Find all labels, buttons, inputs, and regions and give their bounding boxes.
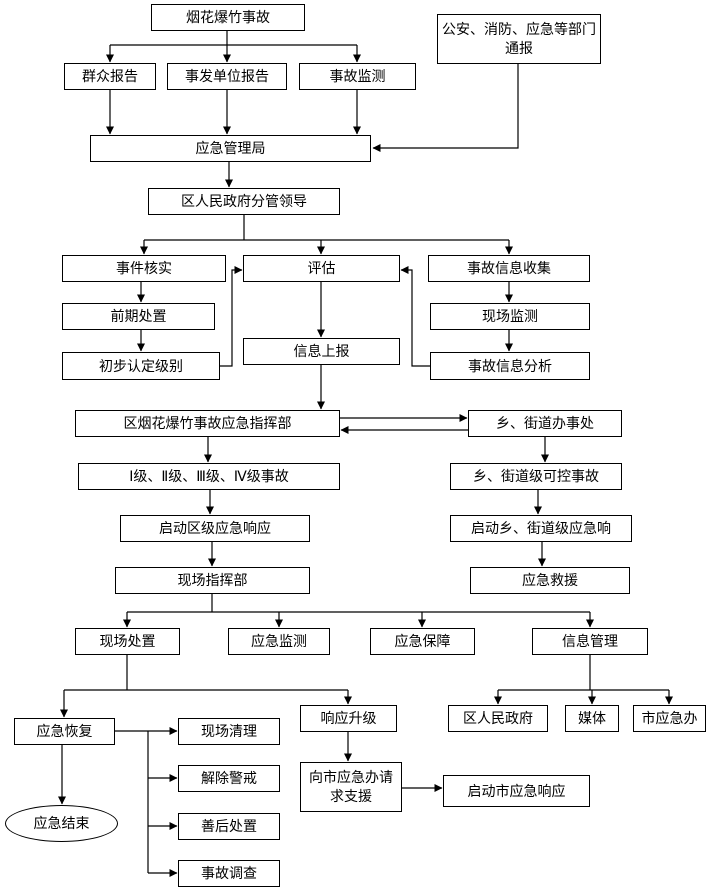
node-emergency-support: 应急保障 bbox=[370, 628, 475, 655]
node-fireworks-accident: 烟花爆竹事故 bbox=[151, 4, 305, 31]
node-public-report: 群众报告 bbox=[64, 63, 156, 90]
node-site-disposal: 现场处置 bbox=[75, 628, 180, 655]
node-aftermath-disposal: 善后处置 bbox=[178, 813, 280, 840]
node-district-leader: 区人民政府分管领导 bbox=[148, 188, 340, 215]
node-incident-verify: 事件核实 bbox=[62, 255, 226, 282]
node-info-management: 信息管理 bbox=[532, 628, 648, 655]
node-evaluate: 评估 bbox=[243, 255, 400, 282]
node-initial-level: 初步认定级别 bbox=[62, 352, 220, 380]
node-district-government: 区人民政府 bbox=[448, 705, 548, 732]
node-info-analysis: 事故信息分析 bbox=[430, 352, 590, 380]
node-emergency-end: 应急结束 bbox=[5, 805, 118, 842]
connector-arrows bbox=[58, 45, 673, 877]
node-emergency-rescue: 应急救援 bbox=[470, 567, 630, 594]
node-info-report: 信息上报 bbox=[243, 338, 400, 365]
node-early-disposal: 前期处置 bbox=[62, 303, 215, 330]
node-response-escalation: 响应升级 bbox=[300, 705, 397, 732]
node-district-response: 启动区级应急响应 bbox=[120, 515, 310, 542]
node-accident-investigation: 事故调查 bbox=[178, 860, 280, 887]
node-emergency-recovery: 应急恢复 bbox=[14, 718, 115, 745]
node-township-office: 乡、街道办事处 bbox=[468, 410, 622, 437]
connector-skeleton bbox=[64, 31, 669, 873]
node-accident-levels: Ⅰ级、Ⅱ级、Ⅲ级、Ⅳ级事故 bbox=[78, 463, 340, 490]
node-department-notification: 公安、消防、应急等部门通报 bbox=[437, 14, 601, 64]
node-emergency-bureau: 应急管理局 bbox=[90, 135, 371, 162]
node-info-collect: 事故信息收集 bbox=[428, 255, 590, 282]
node-township-controllable-accident: 乡、街道级可控事故 bbox=[450, 463, 622, 490]
node-unit-report: 事发单位报告 bbox=[167, 63, 287, 90]
node-site-command: 现场指挥部 bbox=[115, 567, 310, 594]
node-township-response: 启动乡、街道级应急响 bbox=[450, 515, 632, 542]
node-lift-alert: 解除警戒 bbox=[178, 765, 280, 792]
node-city-response: 启动市应急响应 bbox=[443, 775, 590, 807]
node-emergency-monitoring: 应急监测 bbox=[228, 628, 330, 655]
node-accident-monitoring: 事故监测 bbox=[299, 63, 416, 90]
node-request-city-support: 向市应急办请求支援 bbox=[300, 762, 402, 812]
node-district-command: 区烟花爆竹事故应急指挥部 bbox=[75, 410, 340, 437]
node-city-emergency-office: 市应急办 bbox=[633, 705, 706, 732]
node-site-cleanup: 现场清理 bbox=[178, 718, 280, 745]
node-site-monitoring: 现场监测 bbox=[430, 303, 590, 330]
node-media: 媒体 bbox=[565, 705, 619, 732]
